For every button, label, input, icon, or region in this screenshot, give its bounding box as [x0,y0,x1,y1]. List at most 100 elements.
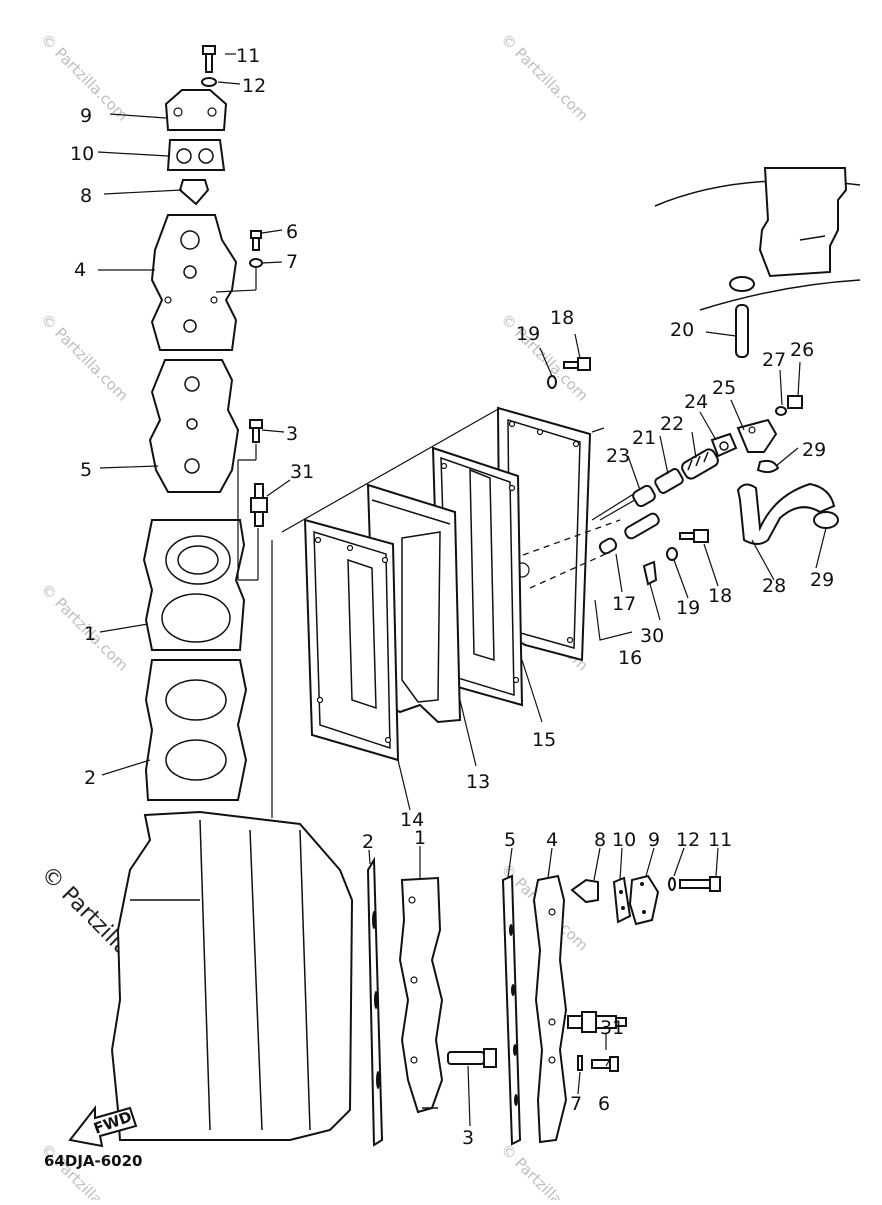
part-12-washer[interactable] [201,77,217,87]
part-31-spark-plug[interactable] [250,483,268,527]
part-29-clamp[interactable] [813,511,839,529]
side-view-part-11-bolt[interactable] [679,876,721,892]
leader-lines-right [397,331,827,811]
callout-7: 7 [286,251,298,273]
part-18-bolt[interactable] [563,357,591,371]
callout-13: 13 [466,771,490,793]
side-view-part-5-gasket[interactable] [501,874,522,1146]
part-27-washer[interactable] [775,406,787,416]
part-10-gasket[interactable] [166,139,226,171]
part-19-washer[interactable] [666,547,678,561]
part-17-pipe[interactable] [598,512,661,555]
callout-3: 3 [286,423,298,445]
callout-side-5: 5 [504,829,516,851]
callout-6: 6 [286,221,298,243]
leader-lines-left [97,53,291,818]
callout-21: 21 [632,427,656,449]
part-22-spring[interactable] [680,447,720,481]
callout-1: 1 [84,623,96,645]
engine-block [110,810,354,1141]
callout-11: 11 [236,45,260,67]
part-6-bolt[interactable] [250,230,262,251]
callout-side-31: 31 [600,1017,624,1039]
callout-26: 26 [790,339,814,361]
callout-side-7: 7 [570,1093,582,1115]
leader-lines-bottom [368,846,719,1127]
part-30-bracket[interactable] [642,560,658,586]
callout-side-4: 4 [546,829,558,851]
assembly-lines [281,407,641,589]
engine-outline-top [654,167,861,311]
callout-side-1: 1 [414,827,426,849]
part-4-head-cover[interactable] [150,214,238,351]
callout-27: 27 [762,349,786,371]
callout-9: 9 [80,105,92,127]
callout-17: 17 [612,593,636,615]
callout-side-10: 10 [612,829,636,851]
callout-10: 10 [70,143,94,165]
part-23-grommet[interactable] [631,484,656,508]
watermark-text: © Partzilla.com [37,1140,132,1200]
part-14-gasket[interactable] [303,518,400,762]
part-8-thermostat[interactable] [178,179,210,206]
callout-5: 5 [80,459,92,481]
side-view-part-4-head-cover[interactable] [532,874,568,1144]
callout-18b: 18 [708,585,732,607]
watermark-text: © Partzilla.com [497,30,592,125]
side-view-part-2-gasket[interactable] [366,856,384,1147]
part-18-bolt[interactable] [679,529,709,543]
callout-2: 2 [84,767,96,789]
part-2-gasket[interactable] [144,659,248,801]
side-view-part-7-washer[interactable] [577,1055,583,1071]
callout-side-6: 6 [598,1093,610,1115]
part-5-head-gasket[interactable] [148,359,240,493]
side-view-part-31-spark-plug[interactable] [567,1011,627,1033]
callout-side-8: 8 [594,829,606,851]
callout-18: 18 [550,307,574,329]
part-11-bolt[interactable] [202,45,216,73]
part-24-gasket[interactable] [710,432,738,458]
side-view-part-12-washer[interactable] [668,877,676,891]
callout-8: 8 [80,185,92,207]
part-28-hose[interactable] [736,482,836,545]
side-view-part-10-gasket[interactable] [612,876,632,924]
callout-12: 12 [242,75,266,97]
callout-29b: 29 [810,569,834,591]
callout-14: 14 [400,809,424,831]
part-26-bolt[interactable] [787,395,803,409]
callout-4: 4 [74,259,86,281]
watermark-text: © Partzilla.com [497,1140,592,1200]
callout-side-12: 12 [676,829,700,851]
callout-23: 23 [606,445,630,467]
part-7-washer[interactable] [249,258,263,268]
part-19-washer[interactable] [547,375,557,389]
callout-20: 20 [670,319,694,341]
watermark-text: © Partzilla.com [37,310,132,405]
side-view-part-1-cylinder-head[interactable] [398,876,444,1114]
callout-24: 24 [684,391,708,413]
part-9-cover[interactable] [164,89,228,131]
callout-side-3: 3 [462,1127,474,1149]
part-20-hose-nipple[interactable] [729,276,755,358]
callout-22: 22 [660,413,684,435]
callout-19b: 19 [676,597,700,619]
side-view-part-3-bolt[interactable] [447,1048,497,1068]
callout-28: 28 [762,575,786,597]
side-view-part-6-bolt[interactable] [591,1056,619,1072]
part-3-bolt[interactable] [249,419,263,443]
part-29-clamp[interactable] [756,459,780,474]
callout-31: 31 [290,461,314,483]
callout-side-2: 2 [362,831,374,853]
callout-30: 30 [640,625,664,647]
callout-labels: 11 12 9 10 8 6 7 4 3 5 31 1 2 18 19 20 2… [70,45,834,1149]
callout-side-9: 9 [648,829,660,851]
side-view-part-8-thermostat[interactable] [570,878,599,904]
callout-29: 29 [802,439,826,461]
side-view-part-9-cover[interactable] [628,874,660,926]
part-25-valve-cover[interactable] [736,418,778,453]
callout-15: 15 [532,729,556,751]
part-1-cylinder-head[interactable] [142,519,246,651]
callout-19: 19 [516,323,540,345]
part-21-valve[interactable] [654,468,685,495]
